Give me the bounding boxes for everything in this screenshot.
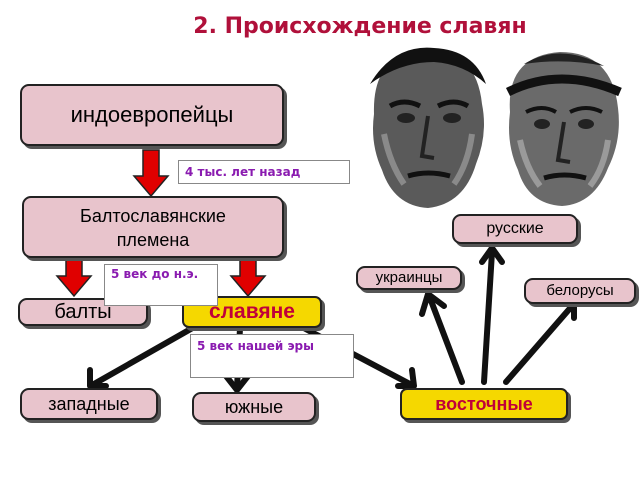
arrowhead-zapadnye bbox=[87, 367, 109, 389]
node-ukraintsy: украинцы bbox=[356, 266, 462, 290]
arrowhead-yuzhnye bbox=[223, 373, 251, 393]
node-slavyane-label: славяне bbox=[209, 300, 295, 323]
arrowhead-vostochnye bbox=[395, 367, 417, 389]
note-5th-century-ad-text: 5 век нашей эры bbox=[197, 339, 314, 353]
node-ukraintsy-label: украинцы bbox=[375, 269, 443, 286]
node-indoeuropeans: индоевропейцы bbox=[20, 84, 284, 146]
arrow-to-ukraintsy bbox=[427, 295, 465, 385]
node-zapadnye-label: западные bbox=[48, 394, 130, 414]
node-balty-label: балты bbox=[54, 301, 112, 323]
note-4000-years: 4 тыс. лет назад bbox=[178, 160, 350, 184]
arrowhead-russkie bbox=[479, 245, 505, 265]
red-arrow-indo-to-balto bbox=[132, 149, 170, 198]
note-5th-century-ad: 5 век нашей эры bbox=[190, 334, 354, 378]
node-baltoslavic-line2: племена bbox=[116, 230, 190, 250]
face-portrait-2 bbox=[500, 44, 626, 210]
note-4000-years-text: 4 тыс. лет назад bbox=[185, 165, 301, 179]
node-yuzhnye-label: южные bbox=[224, 397, 284, 417]
arrowhead-ukraintsy bbox=[419, 291, 447, 317]
red-arrow-to-balty bbox=[55, 259, 93, 298]
arrow-to-belorusy bbox=[503, 303, 575, 385]
note-5th-century-bc: 5 век до н.э. bbox=[104, 264, 218, 306]
node-belorusy: белорусы bbox=[524, 278, 636, 304]
node-vostochnye-label: восточные bbox=[435, 394, 533, 414]
node-zapadnye: западные bbox=[20, 388, 158, 420]
page-title: 2. Происхождение славян bbox=[193, 14, 527, 39]
face-portraits-image bbox=[364, 44, 626, 210]
red-arrow-to-slavyane bbox=[229, 259, 267, 298]
node-baltoslavic-line1: Балтославянские bbox=[80, 206, 226, 226]
node-indoeuropeans-label: индоевропейцы bbox=[70, 102, 234, 127]
node-russkie: русские bbox=[452, 214, 578, 244]
node-baltoslavic-tribes: Балтославянские племена bbox=[22, 196, 284, 258]
node-vostochnye: восточные bbox=[400, 388, 568, 420]
note-5th-century-bc-text: 5 век до н.э. bbox=[111, 267, 199, 281]
arrow-to-russkie bbox=[481, 249, 495, 385]
node-yuzhnye: южные bbox=[192, 392, 316, 422]
arrow-to-zapadnye bbox=[91, 323, 199, 387]
node-belorusy-label: белорусы bbox=[546, 282, 614, 299]
face-portrait-1 bbox=[364, 44, 494, 210]
node-russkie-label: русские bbox=[486, 220, 544, 237]
